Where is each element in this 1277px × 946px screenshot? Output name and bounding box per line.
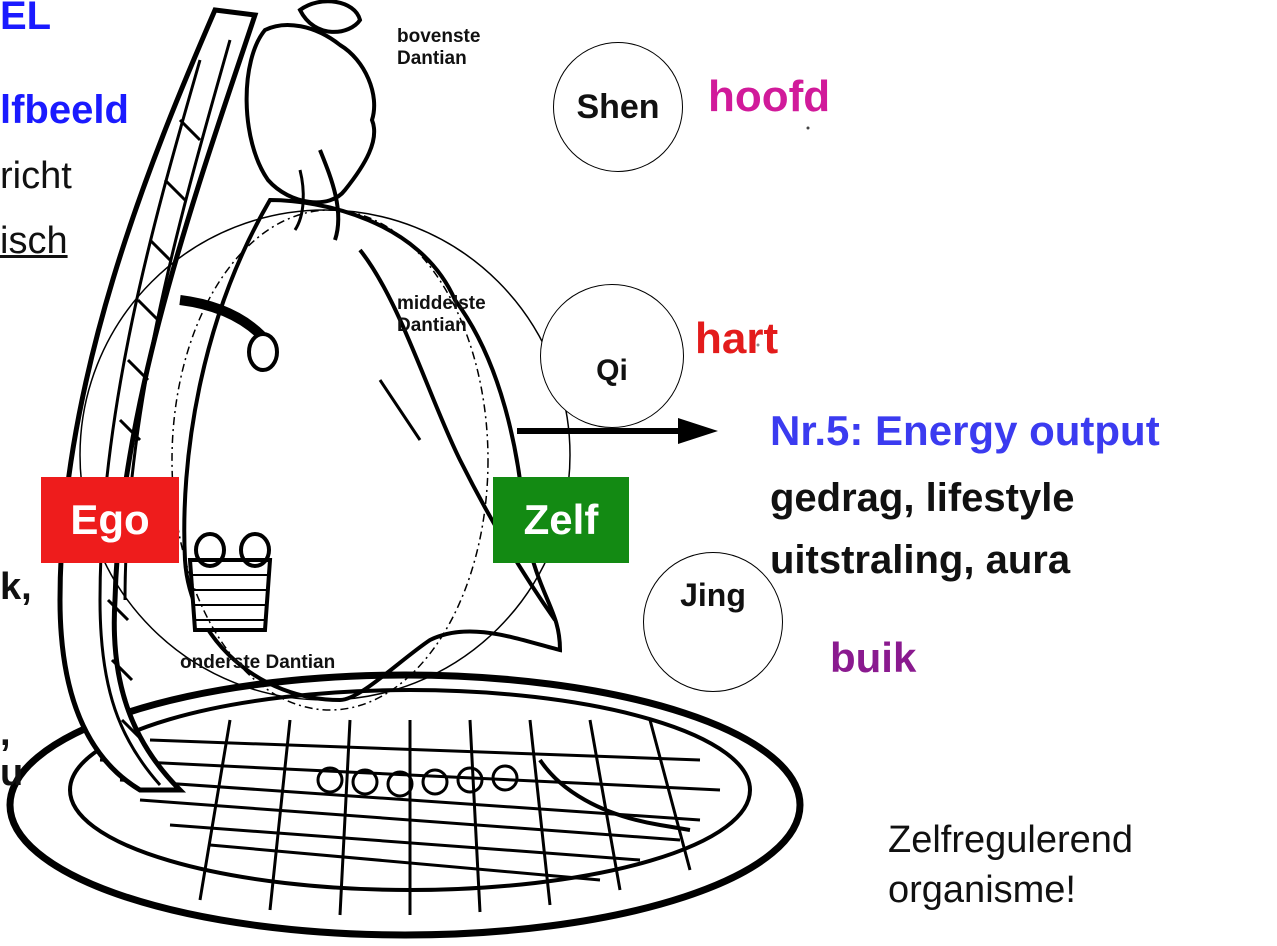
jing-label: Jing: [680, 577, 746, 614]
shen-label: Shen: [576, 88, 659, 127]
jing-circle: Jing: [643, 552, 783, 692]
qi-label: Qi: [596, 354, 628, 388]
shen-circle: Shen: [553, 42, 683, 172]
left-text-fragment-4: isch: [0, 220, 68, 263]
head-outline: [247, 25, 375, 202]
self-regulating-line2: organisme!: [888, 865, 1133, 915]
left-heading-fragment: EL: [0, 0, 51, 39]
zelf-box: Zelf: [493, 477, 629, 563]
left-text-fragment-7: u: [0, 752, 23, 795]
ego-box: Ego: [41, 477, 179, 563]
buik-label: buik: [830, 634, 916, 682]
hoofd-label: hoofd: [708, 72, 830, 122]
energy-output-title: Nr.5: Energy output: [770, 407, 1160, 455]
qi-circle: Qi: [540, 284, 684, 428]
lower-dantian-label: onderste Dantian: [180, 652, 335, 674]
left-text-fragment-3: richt: [0, 155, 72, 198]
left-text-fragment-5: k,: [0, 566, 32, 609]
hart-label: hart: [695, 314, 778, 364]
output-arrow-head: [678, 418, 718, 444]
self-regulating-line1: Zelfregulerend: [888, 815, 1133, 865]
output-line-behavior: gedrag, lifestyle: [770, 476, 1075, 521]
left-text-fragment-6: ,: [0, 712, 11, 755]
self-regulating-note: Zelfregulerend organisme!: [888, 815, 1133, 915]
left-zelfbeeld-fragment: lfbeeld: [0, 88, 129, 133]
output-line-aura: uitstraling, aura: [770, 538, 1070, 583]
